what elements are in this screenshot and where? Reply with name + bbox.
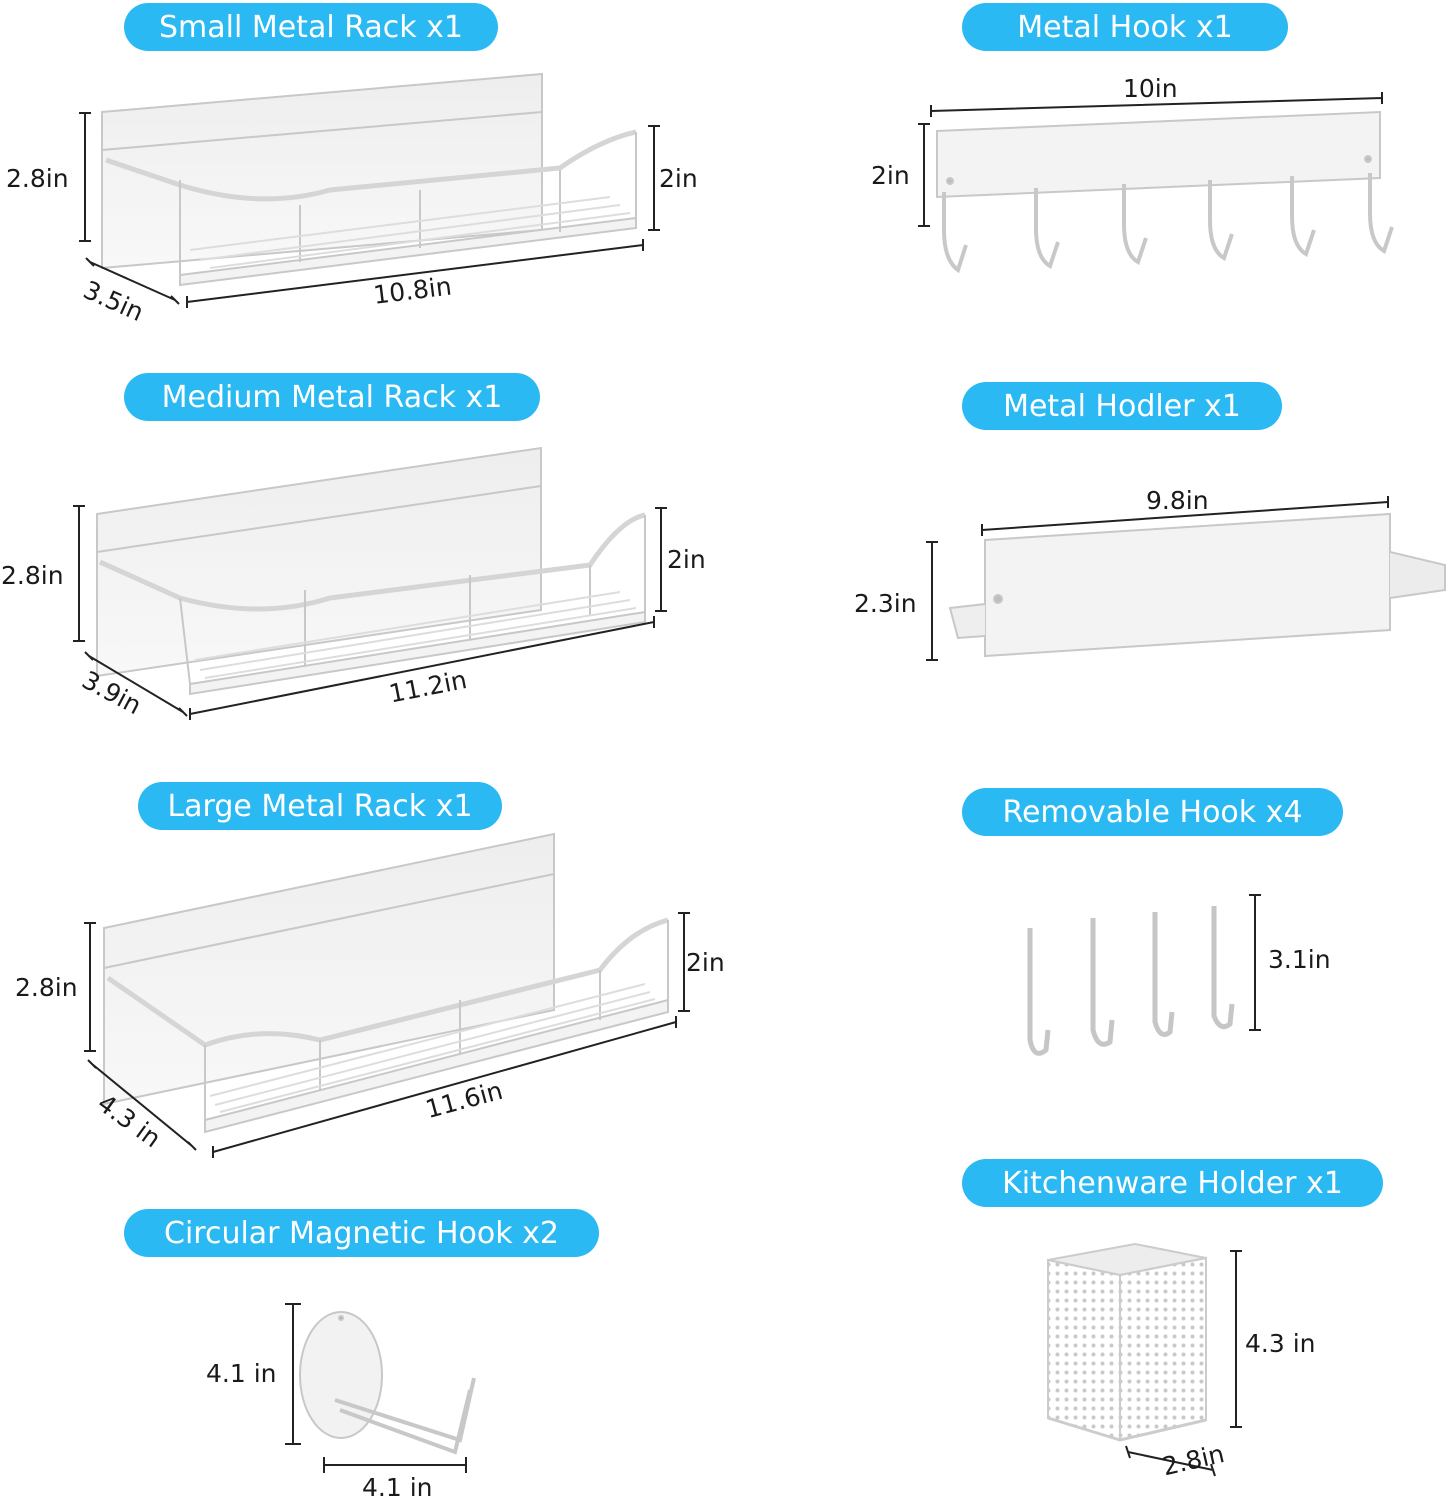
removable-hook-title: Removable Hook x4 <box>962 788 1343 836</box>
large-rack-dimension-lines <box>84 912 690 1158</box>
large-metal-rack-illustration <box>103 832 669 1134</box>
small-metal-rack-illustration <box>101 72 637 287</box>
metal-hook-illustration <box>936 110 1394 274</box>
metal-hook-height-label: 2in <box>871 161 910 190</box>
medium-rack-height-label: 2.8in <box>1 561 64 590</box>
large-metal-rack-title: Large Metal Rack x1 <box>138 782 502 830</box>
circular-hook-dimension-lines <box>285 1303 467 1473</box>
metal-hook-width-label: 10in <box>1123 74 1178 103</box>
small-rack-height-label: 2.8in <box>6 164 69 193</box>
medium-rack-inner-height-label: 2in <box>667 545 706 574</box>
metal-holder-width-label: 9.8in <box>1146 486 1209 515</box>
metal-holder-height-label: 2.3in <box>854 589 917 618</box>
metal-holder-dimension-lines <box>926 496 1389 661</box>
metal-holder-illustration <box>948 512 1446 658</box>
removable-hook-height-label: 3.1in <box>1268 945 1331 974</box>
kitchenware-holder-title: Kitchenware Holder x1 <box>962 1159 1383 1207</box>
circular-magnetic-hook-illustration <box>299 1311 476 1455</box>
kitchenware-holder-illustration <box>1047 1242 1207 1442</box>
small-rack-inner-height-label: 2in <box>659 164 698 193</box>
metal-hook-title: Metal Hook x1 <box>962 3 1288 51</box>
circular-magnetic-hook-title: Circular Magnetic Hook x2 <box>124 1209 599 1257</box>
metal-holder-title: Metal Hodler x1 <box>962 382 1282 430</box>
kitchenware-dimension-lines <box>1125 1250 1242 1477</box>
medium-metal-rack-title: Medium Metal Rack x1 <box>124 373 540 421</box>
large-rack-inner-height-label: 2in <box>686 948 725 977</box>
medium-metal-rack-illustration <box>96 446 646 696</box>
medium-rack-dimension-lines <box>73 505 667 720</box>
circular-hook-width-label: 4.1 in <box>362 1473 433 1502</box>
removable-hooks-illustration <box>1027 906 1235 1056</box>
small-rack-dimension-lines <box>79 112 660 308</box>
large-rack-height-label: 2.8in <box>15 973 78 1002</box>
kitchenware-height-label: 4.3 in <box>1245 1329 1316 1358</box>
removable-hook-dimension-lines <box>1249 894 1261 1031</box>
circular-hook-height-label: 4.1 in <box>206 1359 277 1388</box>
metal-hook-dimension-lines <box>918 92 1383 227</box>
small-metal-rack-title: Small Metal Rack x1 <box>124 3 498 51</box>
